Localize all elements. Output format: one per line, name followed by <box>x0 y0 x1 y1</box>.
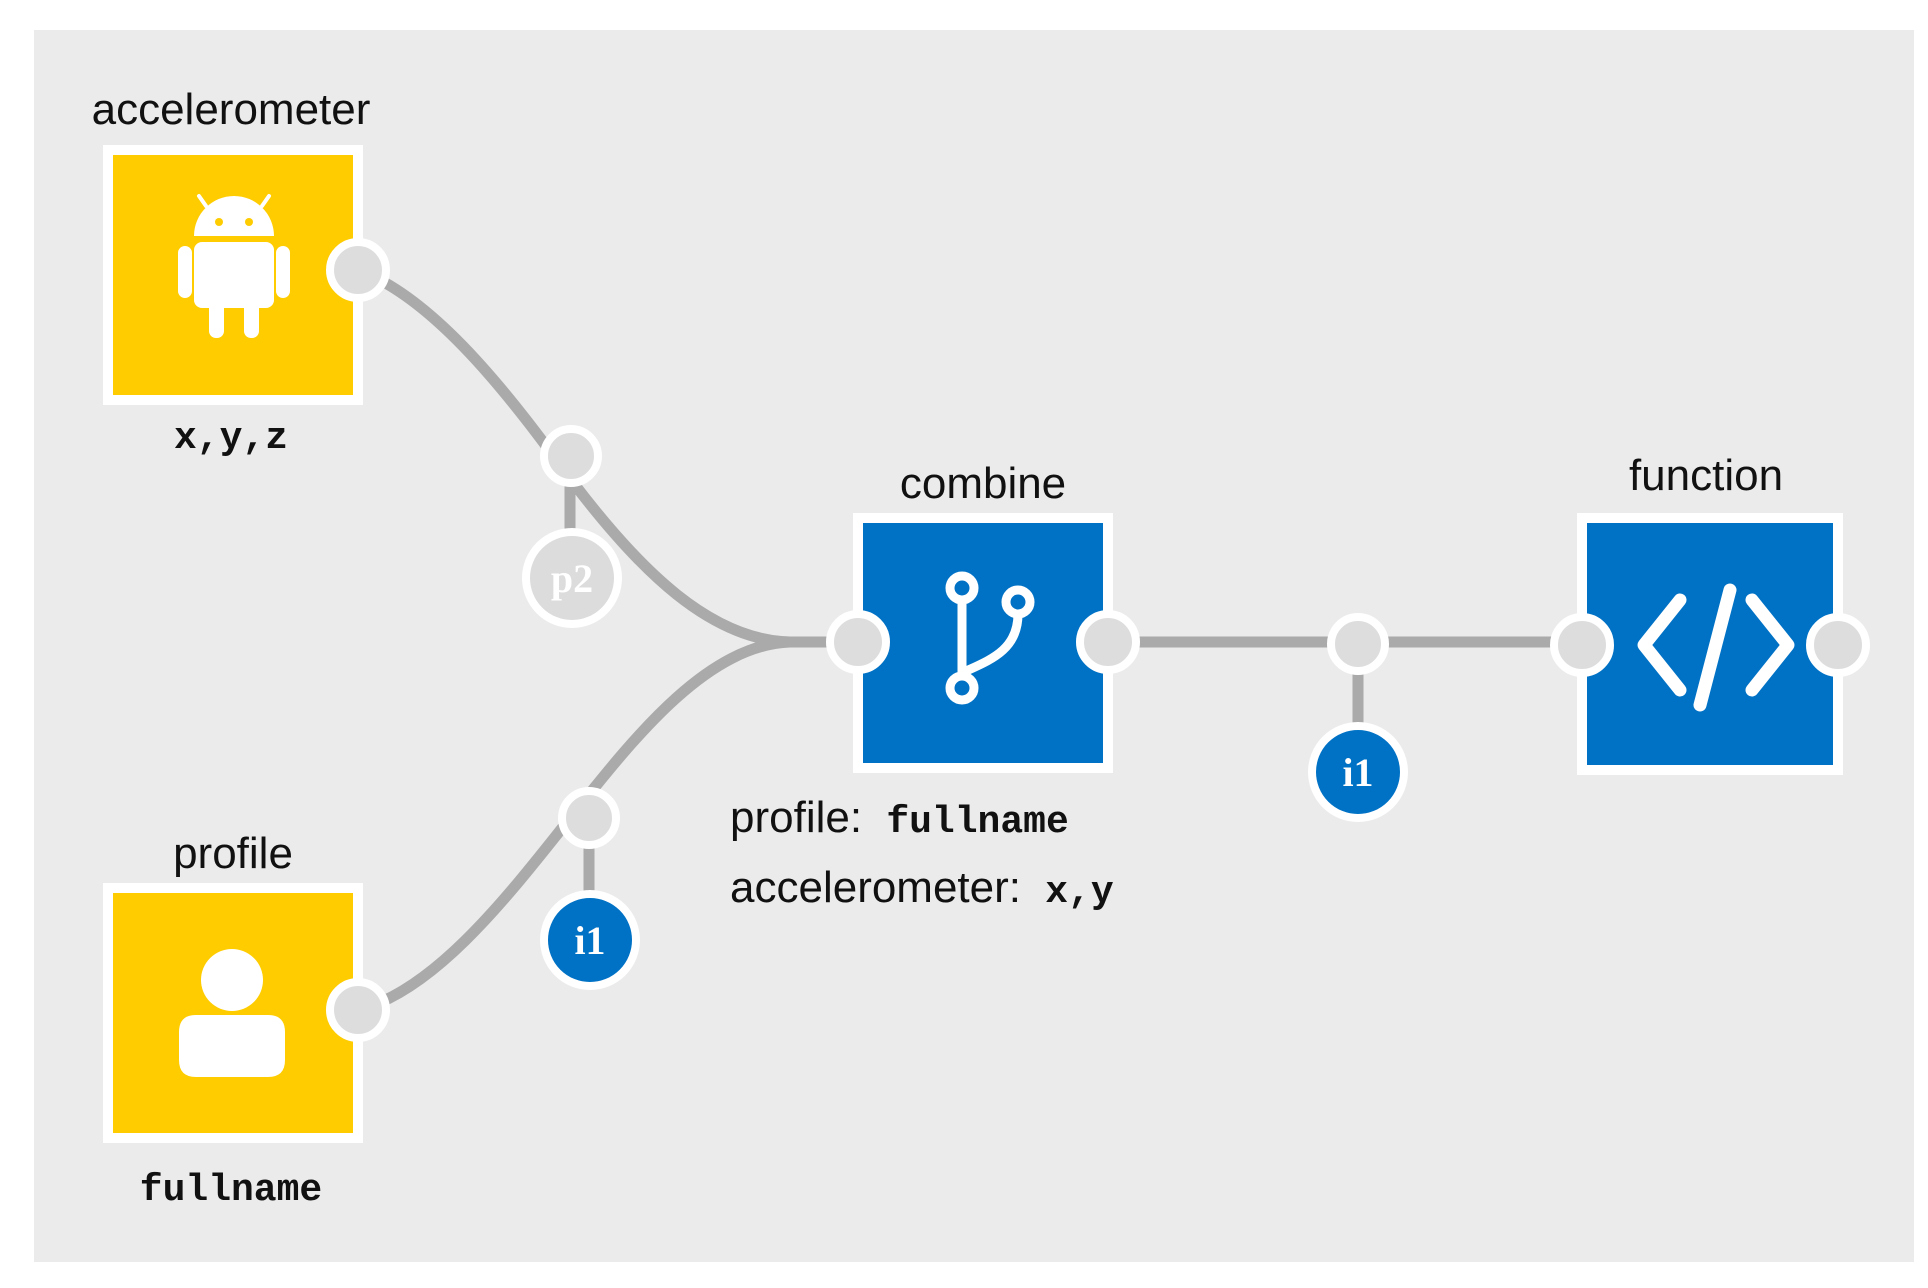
input-port-function[interactable] <box>1550 613 1614 677</box>
badge-label: i1 <box>574 918 605 963</box>
node-function[interactable]: function <box>1550 451 1870 775</box>
output-port-accelerometer[interactable] <box>326 238 390 302</box>
mapping-value: fullname <box>886 801 1068 844</box>
node-title-accelerometer: accelerometer <box>92 85 371 134</box>
input-port-combine[interactable] <box>826 610 890 674</box>
output-port-profile[interactable] <box>326 978 390 1042</box>
node-combine[interactable]: combine profile: fullname accelerometer:… <box>730 459 1140 914</box>
badge-i1-profile[interactable]: i1 <box>540 890 640 990</box>
android-icon <box>178 194 290 338</box>
combine-mapping-accelerometer: accelerometer: x,y <box>730 863 1114 914</box>
user-icon <box>179 949 285 1077</box>
badge-label: i1 <box>1342 750 1373 795</box>
node-box-profile[interactable] <box>103 883 363 1143</box>
combine-mapping-profile: profile: fullname <box>730 793 1069 844</box>
badge-circle <box>522 528 622 628</box>
wire-port-combine-function[interactable] <box>1327 613 1389 675</box>
mapping-value: x,y <box>1045 871 1114 914</box>
badge-i1-function[interactable]: i1 <box>1308 722 1408 822</box>
output-port-combine[interactable] <box>1076 610 1140 674</box>
badge-label: p2 <box>551 556 593 601</box>
node-accelerometer[interactable]: accelerometer x,y,z <box>92 85 390 460</box>
node-title-function: function <box>1629 451 1783 500</box>
node-fields-accelerometer: x,y,z <box>174 417 288 460</box>
wire-port-profile-combine[interactable] <box>558 787 620 849</box>
node-fields-profile: fullname <box>140 1169 322 1212</box>
code-icon <box>1637 583 1795 712</box>
node-title-combine: combine <box>900 459 1066 508</box>
node-profile[interactable]: profile fullname <box>103 829 390 1212</box>
node-box-combine[interactable] <box>853 513 1113 773</box>
badge-circle <box>1308 722 1408 822</box>
wire-port-accelerometer-combine[interactable] <box>540 425 602 487</box>
mapping-key: accelerometer: <box>730 863 1021 912</box>
badge-p2[interactable]: p2 <box>522 528 622 628</box>
branch-icon <box>945 571 1035 705</box>
node-title-profile: profile <box>173 829 293 878</box>
output-port-function[interactable] <box>1806 613 1870 677</box>
mapping-key: profile: <box>730 793 862 842</box>
badge-circle <box>540 890 640 990</box>
